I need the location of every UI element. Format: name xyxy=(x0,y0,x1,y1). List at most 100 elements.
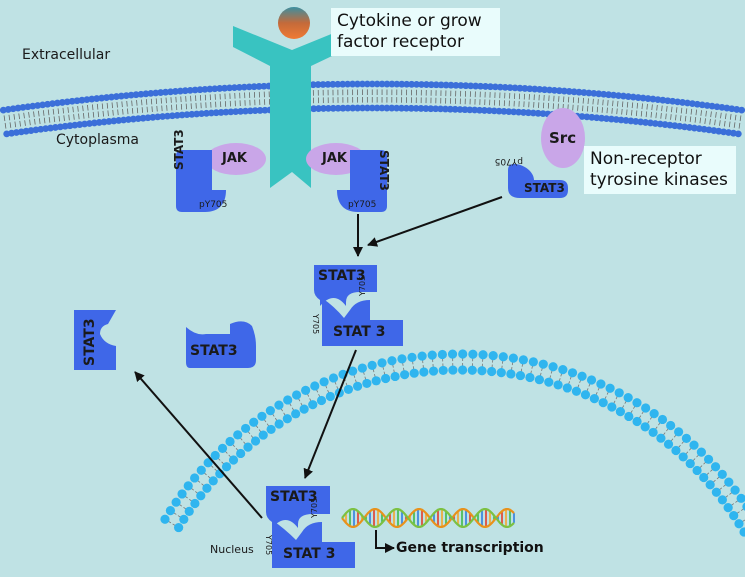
lipid-tail xyxy=(738,122,741,129)
cytokine-receptor xyxy=(233,26,351,188)
stat3-src-label: STAT3 xyxy=(524,181,565,195)
lipid-head xyxy=(334,104,342,112)
lipid-head xyxy=(496,83,504,91)
lipid-head xyxy=(354,80,361,88)
nuclear-lipid-head xyxy=(477,366,487,376)
lipid-head xyxy=(256,107,264,114)
lipid-head xyxy=(418,81,425,88)
lipid-tail xyxy=(42,110,45,116)
lipid-head xyxy=(251,107,259,115)
lipid-head xyxy=(53,99,61,107)
lipid-tail xyxy=(112,109,114,116)
lipid-head xyxy=(134,115,142,123)
lipid-tail xyxy=(650,111,652,118)
lipid-tail xyxy=(734,114,737,121)
nuclear-lipid-head xyxy=(589,394,599,404)
nuclear-lipid-head xyxy=(419,367,429,377)
lipid-tail xyxy=(52,108,55,115)
lipid-head xyxy=(565,88,573,95)
nuclear-lipid-head xyxy=(221,462,232,472)
nuclear-lipid-head xyxy=(467,365,477,375)
nuclear-lipid-head xyxy=(488,350,498,361)
lipid-tail xyxy=(24,120,26,126)
lipid-head xyxy=(529,109,537,117)
lipid-tail xyxy=(685,108,688,115)
nuclear-lipid-head xyxy=(217,443,228,453)
nuclear-lipid-head xyxy=(596,379,606,389)
nuclear-lipid-head xyxy=(357,363,367,373)
lipid-tail xyxy=(651,104,653,111)
lipid-tail xyxy=(635,110,638,117)
lipid-head xyxy=(595,90,603,98)
lipid-tail xyxy=(616,108,618,115)
lipid-head xyxy=(139,114,147,122)
lipid-head xyxy=(58,99,66,106)
jak-left xyxy=(206,143,266,175)
nuclear-lipid-head xyxy=(165,506,176,516)
nuclear-lipid-head xyxy=(506,369,516,379)
lipid-head xyxy=(622,117,630,124)
lipid-tail xyxy=(3,115,6,122)
nuclear-lipid-head xyxy=(717,495,727,505)
lipid-head xyxy=(201,85,209,93)
lipid-tail xyxy=(68,114,70,121)
lipid-tail xyxy=(87,104,89,111)
lipid-head xyxy=(462,82,470,90)
lipid-tail xyxy=(612,100,614,107)
nrtk-callout: Non-receptor tyrosine kinases xyxy=(584,146,736,194)
nucleus-label: Nucleus xyxy=(210,543,254,556)
nuclear-lipid-head xyxy=(478,350,488,360)
lipid-head xyxy=(315,105,323,112)
lipid-tail xyxy=(733,122,736,128)
nuclear-lipid-head xyxy=(692,465,702,476)
lipid-head xyxy=(471,106,479,114)
lipid-head xyxy=(349,104,357,112)
lipid-tail xyxy=(122,108,124,115)
lipid-head xyxy=(181,87,189,95)
lipid-head xyxy=(388,80,396,88)
lipid-tail xyxy=(714,119,716,126)
dimer-lower-stat3-label: STAT 3 xyxy=(333,324,386,340)
py705-src-label: pY705 xyxy=(494,156,523,166)
nuclear-lipid-head xyxy=(171,497,181,507)
nuclear-lipid-head xyxy=(387,356,397,366)
arrow-nucleus-to-cytoplasm xyxy=(134,371,263,519)
nuclear-lipid-head xyxy=(233,430,243,440)
nuclear-lipid-head xyxy=(196,491,206,501)
lipid-tail xyxy=(14,121,17,128)
cytoplasma-label: Cytoplasma xyxy=(56,132,139,148)
lipid-tail xyxy=(645,111,648,118)
lipid-head xyxy=(167,88,174,96)
nuclear-lipid-head xyxy=(283,395,293,405)
lipid-head xyxy=(403,80,411,88)
nuclear-lipid-head xyxy=(438,365,448,376)
lipid-head xyxy=(516,84,524,92)
nuclear-lipid-head xyxy=(674,427,684,437)
lipid-tail xyxy=(107,110,109,117)
lipid-tail xyxy=(136,107,139,114)
lipid-head xyxy=(423,81,430,88)
nuclear-lipid-head xyxy=(274,419,284,429)
nuclear-lipid-head xyxy=(265,405,275,416)
lipid-head xyxy=(222,108,230,116)
lipid-head xyxy=(359,104,366,112)
lipid-head xyxy=(452,81,460,89)
lipid-head xyxy=(154,113,162,121)
nuclear-lipid-head xyxy=(724,477,734,487)
nuclear-lipid-head xyxy=(282,414,292,424)
lipid-tail xyxy=(131,100,133,107)
nrtk-label-line1: Non-receptor xyxy=(590,149,702,169)
stat3-right-label: STAT3 xyxy=(377,150,391,191)
lipid-head xyxy=(250,83,258,91)
nuclear-lipid-head xyxy=(696,447,706,457)
nuclear-lipid-head xyxy=(457,365,468,375)
nuclear-lipid-head xyxy=(689,440,699,450)
nuclear-lipid-head xyxy=(518,355,528,365)
nuclear-lipid-head xyxy=(266,424,276,435)
monomer-left-stat3-label: STAT3 xyxy=(82,318,98,366)
nuclear-membrane xyxy=(160,349,745,537)
nuclear-lipid-head xyxy=(250,436,261,446)
lipid-head xyxy=(551,86,558,94)
lipid-head xyxy=(539,110,547,118)
nuclear-lower-stat3-label: STAT 3 xyxy=(283,546,336,562)
